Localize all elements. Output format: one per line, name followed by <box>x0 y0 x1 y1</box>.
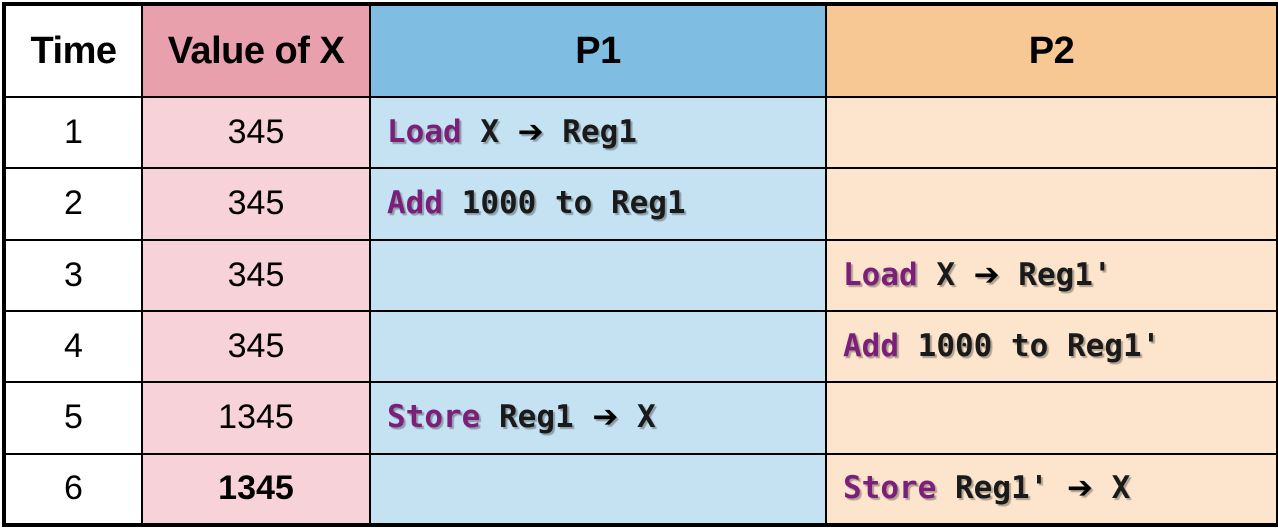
column-header-time: Time <box>3 3 143 98</box>
cell-p2-instruction: Add 1000 to Reg1' <box>825 309 1278 384</box>
instruction-operand: 1000 to Reg1 <box>443 185 686 222</box>
cell-p2-instruction <box>825 381 1278 455</box>
instruction-operand: Reg1 <box>480 399 593 436</box>
cell-p1-instruction <box>369 452 827 527</box>
cell-p1-instruction: Load X ➔ Reg1 <box>369 95 827 170</box>
instruction-keyword: Load <box>387 114 462 151</box>
instruction-keyword: Store <box>387 399 481 436</box>
cell-value-of-x: 345 <box>141 95 371 170</box>
p1-instruction-text <box>371 260 825 291</box>
cell-time: 5 <box>3 381 143 455</box>
instruction-operand: X <box>917 256 974 293</box>
p1-instruction-text <box>371 473 825 504</box>
p1-instruction-text <box>371 331 825 362</box>
right-arrow-icon: ➔ <box>973 256 1000 293</box>
p1-instruction-text: Load X ➔ Reg1 <box>371 117 825 148</box>
cell-time: 2 <box>3 167 143 241</box>
p2-instruction-text: Load X ➔ Reg1' <box>827 256 1276 293</box>
p2-instruction-text <box>827 117 1276 148</box>
p2-instruction-text: Add 1000 to Reg1' <box>827 331 1276 362</box>
p1-instruction-text: Add 1000 to Reg1 <box>371 188 825 219</box>
cell-value-of-x: 1345 <box>141 452 371 527</box>
instruction-keyword: Store <box>843 470 937 507</box>
cell-p1-instruction: Add 1000 to Reg1 <box>369 167 827 241</box>
instruction-operand: 1000 to Reg1' <box>899 328 1161 365</box>
p2-instruction-text: Store Reg1' ➔ X <box>827 473 1276 504</box>
right-arrow-icon: ➔ <box>592 399 619 436</box>
instruction-operand: X <box>461 114 518 151</box>
cell-p1-instruction: Store Reg1 ➔ X <box>369 381 827 455</box>
cell-value-of-x: 345 <box>141 238 371 312</box>
instruction-target: X <box>618 399 656 436</box>
cell-value-of-x: 1345 <box>141 381 371 455</box>
cell-time: 6 <box>3 452 143 527</box>
instruction-keyword: Add <box>843 328 899 365</box>
instruction-target: X <box>1092 470 1131 507</box>
p2-instruction-text <box>827 402 1276 433</box>
instruction-target: Reg1 <box>543 114 637 151</box>
cell-value-of-x: 345 <box>141 167 371 241</box>
cell-p1-instruction <box>369 309 827 384</box>
cell-time: 1 <box>3 95 143 170</box>
p1-instruction-text: Store Reg1 ➔ X <box>371 402 825 433</box>
cell-time: 4 <box>3 309 143 384</box>
right-arrow-icon: ➔ <box>1066 470 1093 507</box>
right-arrow-icon: ➔ <box>517 114 544 151</box>
column-header-p2: P2 <box>825 3 1278 98</box>
header-row: Time Value of X P1 P2 <box>3 3 1278 98</box>
table-header: Time Value of X P1 P2 <box>3 3 1278 98</box>
column-header-p1: P1 <box>369 3 827 98</box>
p2-instruction-text <box>827 188 1276 219</box>
cell-time: 3 <box>3 238 143 312</box>
cell-p2-instruction: Store Reg1' ➔ X <box>825 452 1278 527</box>
cell-p2-instruction <box>825 167 1278 241</box>
cell-p1-instruction <box>369 238 827 312</box>
cell-p2-instruction <box>825 95 1278 170</box>
instruction-keyword: Add <box>387 185 443 222</box>
cell-value-of-x: 345 <box>141 309 371 384</box>
instruction-keyword: Load <box>843 256 918 293</box>
instruction-target: Reg1' <box>999 256 1112 293</box>
column-header-value: Value of X <box>141 3 371 98</box>
instruction-operand: Reg1' <box>936 470 1067 507</box>
cell-p2-instruction: Load X ➔ Reg1' <box>825 238 1278 312</box>
